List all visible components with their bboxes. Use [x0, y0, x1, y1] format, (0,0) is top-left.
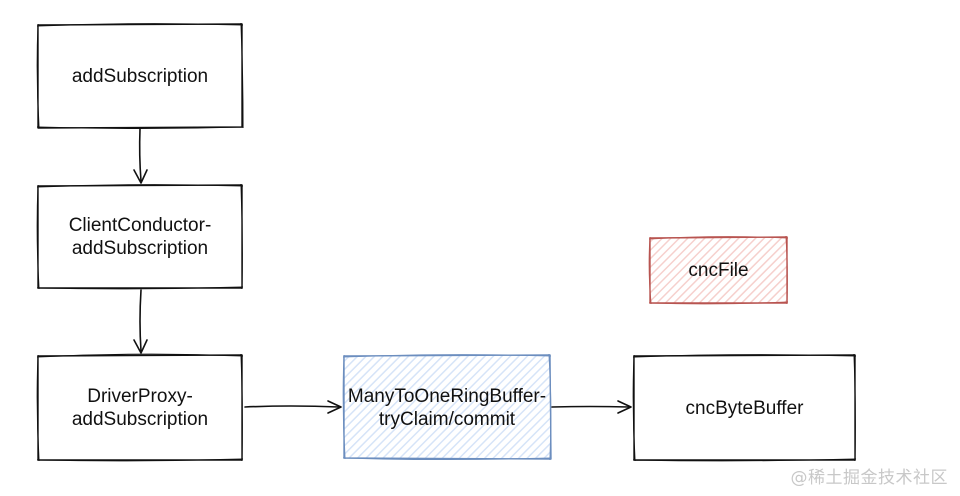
arrow-add-to-conductor [133, 128, 148, 184]
client-conductor-label-line1: ClientConductor- [68, 215, 212, 236]
ring-buffer-node: ManyToOneRingBuffer- tryClaim/commit [336, 356, 558, 459]
cnc-file-box [648, 235, 789, 305]
ring-buffer-box [342, 353, 552, 461]
client-conductor-label-line2: addSubscription [71, 238, 209, 259]
watermark-text: @稀土掘金技术社区 [790, 468, 948, 488]
cnc-byte-buffer-node: cncByteBuffer [634, 356, 855, 460]
ring-buffer-label-line2: tryClaim/commit [378, 408, 516, 430]
client-conductor-node: ClientConductor- addSubscription [38, 186, 242, 288]
driver-proxy-box [36, 353, 244, 462]
cnc-byte-buffer-box [632, 353, 857, 462]
driver-proxy-node: DriverProxy- addSubscription [38, 356, 242, 460]
cnc-byte-buffer-label: cncByteBuffer [685, 397, 804, 419]
add-subscription-box [36, 22, 244, 130]
ring-buffer-label-line1: ManyToOneRingBuffer- [347, 385, 547, 407]
arrow-ringbuffer-to-bytebuffer [551, 400, 632, 414]
cnc-file-node: cncFile [650, 238, 787, 303]
cnc-file-label: cncFile [688, 260, 749, 281]
driver-proxy-label-line1: DriverProxy- [87, 386, 193, 407]
add-subscription-label: addSubscription [71, 66, 209, 87]
arrow-proxy-to-ringbuffer [244, 400, 342, 414]
client-conductor-box [36, 183, 244, 290]
add-subscription-node: addSubscription [38, 25, 242, 128]
driver-proxy-label-line2: addSubscription [71, 409, 209, 430]
arrow-conductor-to-proxy [133, 289, 148, 354]
